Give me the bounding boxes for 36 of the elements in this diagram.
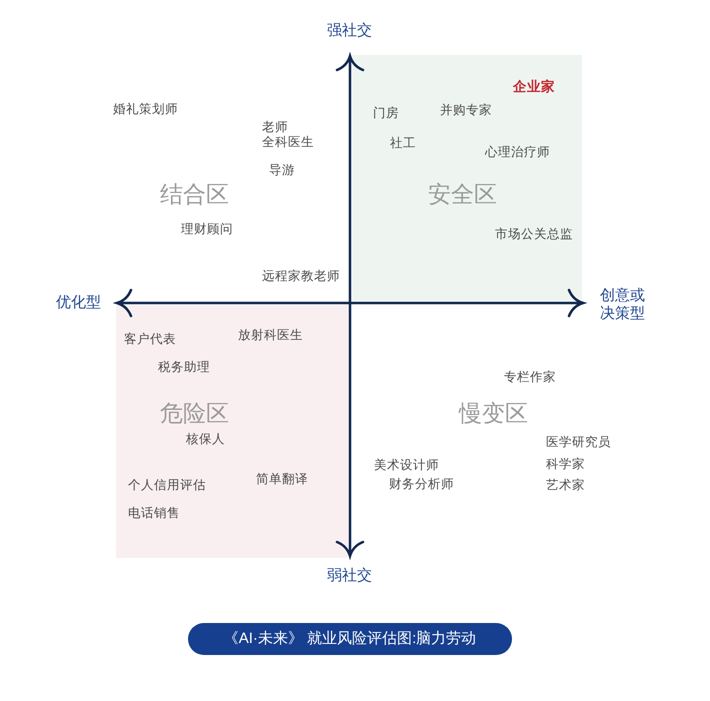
job-title: 心理治疗师 (485, 144, 550, 160)
job-title: 婚礼策划师 (113, 102, 178, 116)
job-title: 个人信用评估 (128, 478, 206, 492)
job-title: 科学家 (546, 456, 585, 472)
job-title: 财务分析师 (389, 476, 454, 492)
job-title: 企业家 (513, 79, 555, 96)
quadrant-panel (352, 55, 582, 301)
job-title: 简单翻译 (256, 472, 308, 486)
job-title: 并购专家 (440, 102, 492, 118)
job-title: 理财顾问 (181, 222, 233, 236)
job-title: 社工 (390, 136, 416, 150)
axis-label: 创意或决策型 (600, 287, 646, 323)
job-title: 医学研究员 (546, 434, 611, 450)
quadrant-label: 慢变区 (459, 400, 528, 428)
job-title: 客户代表 (124, 332, 176, 346)
quadrant-label: 结合区 (160, 181, 229, 209)
job-title: 放射科医生 (238, 328, 303, 342)
job-title: 专栏作家 (504, 370, 556, 384)
job-title: 核保人 (186, 432, 225, 446)
job-title: 税务助理 (158, 360, 210, 374)
axis-label: 强社交 (327, 22, 372, 40)
caption: 《AI·未来》 就业风险评估图:脑力劳动 (188, 623, 512, 655)
job-title: 美术设计师 (374, 458, 439, 472)
quadrant-panel (116, 305, 348, 558)
axis-label: 优化型 (56, 294, 101, 312)
quadrant-label: 危险区 (160, 400, 229, 428)
job-title: 老师 (262, 120, 288, 134)
job-title: 远程家教老师 (262, 268, 340, 284)
job-title: 导游 (269, 162, 295, 178)
job-title: 电话销售 (128, 506, 180, 520)
job-title: 全科医生 (262, 134, 314, 150)
job-title: 市场公关总监 (495, 226, 573, 242)
job-title: 艺术家 (546, 478, 585, 492)
job-title: 门房 (373, 106, 399, 120)
axis-label: 弱社交 (327, 567, 372, 585)
quadrant-label: 安全区 (428, 181, 497, 209)
